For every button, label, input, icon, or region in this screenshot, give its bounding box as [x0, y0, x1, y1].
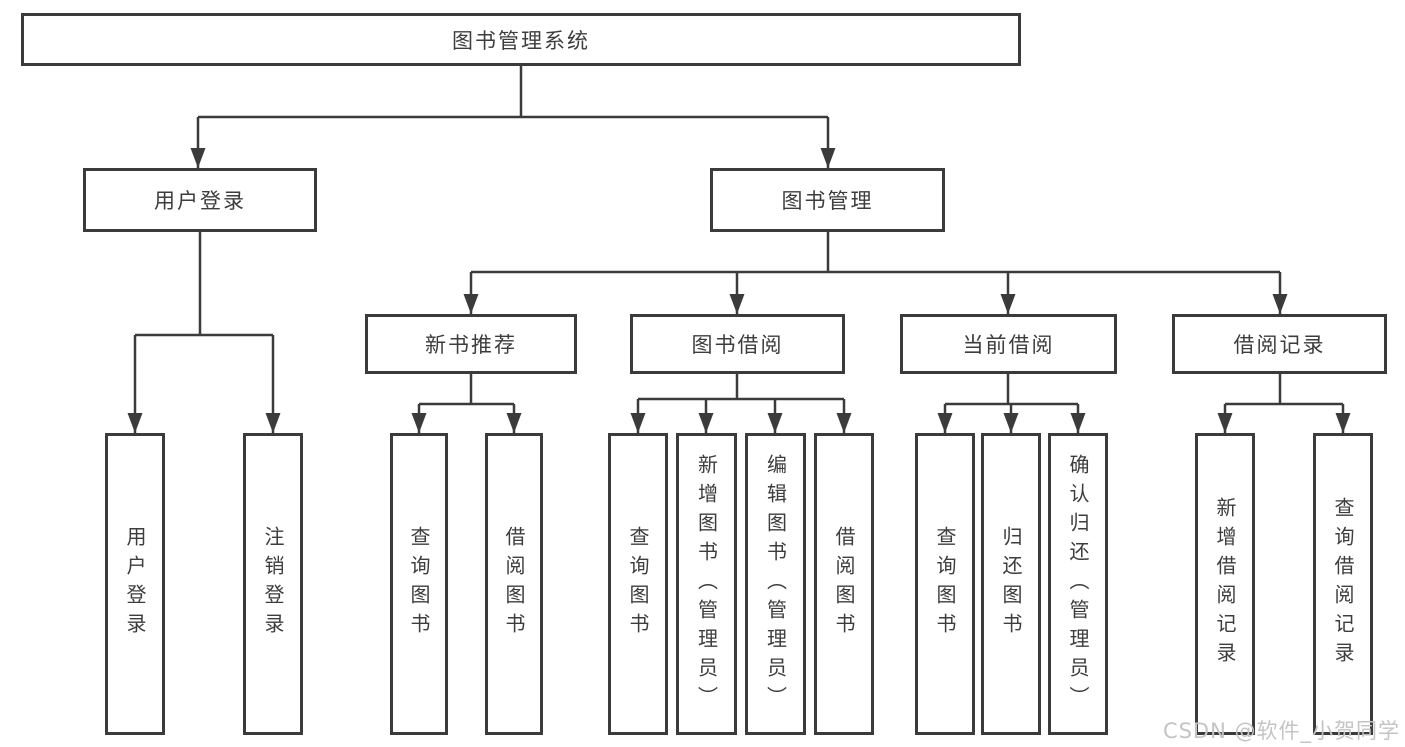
- leaf-logout: 注销登录: [243, 433, 303, 735]
- node-book-management-label: 图书管理: [781, 189, 874, 213]
- node-current-borrow-label: 当前借阅: [962, 333, 1055, 357]
- leaf-borrow-books-recommend-label: 借阅图书: [502, 526, 526, 642]
- leaf-logout-label: 注销登录: [261, 526, 285, 642]
- watermark: CSDN @软件_小贺同学: [1162, 719, 1400, 743]
- leaf-borrow-books-label: 借阅图书: [832, 526, 856, 642]
- node-book-borrow: 图书借阅: [630, 314, 845, 374]
- leaf-user-login-label: 用户登录: [123, 526, 147, 642]
- node-current-borrow: 当前借阅: [900, 314, 1117, 374]
- leaf-borrow-books-recommend: 借阅图书: [485, 433, 543, 735]
- node-root: 图书管理系统: [21, 13, 1021, 66]
- leaf-query-borrow-record: 查询借阅记录: [1313, 433, 1373, 735]
- node-borrow-record: 借阅记录: [1172, 314, 1387, 374]
- leaf-query-books-borrow: 查询图书: [608, 433, 668, 735]
- node-root-label: 图书管理系统: [452, 28, 590, 53]
- leaf-add-borrow-record: 新增借阅记录: [1195, 433, 1255, 735]
- leaf-query-books-current-label: 查询图书: [933, 526, 957, 642]
- leaf-add-borrow-record-label: 新增借阅记录: [1213, 497, 1237, 671]
- leaf-query-books-borrow-label: 查询图书: [626, 526, 650, 642]
- node-user-login-label: 用户登录: [154, 189, 246, 213]
- node-new-book-recommend: 新书推荐: [365, 314, 577, 374]
- node-book-borrow-label: 图书借阅: [691, 333, 784, 357]
- leaf-query-borrow-record-label: 查询借阅记录: [1331, 497, 1355, 671]
- node-new-book-recommend-label: 新书推荐: [425, 333, 517, 357]
- node-book-management: 图书管理: [710, 168, 945, 232]
- leaf-edit-book-admin: 编辑图书（管理员）: [745, 433, 806, 735]
- leaf-confirm-return-admin-label: 确认归还（管理员）: [1066, 453, 1090, 715]
- leaf-edit-book-admin-label: 编辑图书（管理员）: [763, 453, 788, 715]
- leaf-query-books-recommend-label: 查询图书: [407, 526, 431, 642]
- leaf-user-login: 用户登录: [105, 433, 165, 735]
- leaf-confirm-return-admin: 确认归还（管理员）: [1048, 433, 1108, 735]
- node-user-login: 用户登录: [83, 168, 317, 232]
- leaf-return-books: 归还图书: [981, 433, 1041, 735]
- leaf-query-books-recommend: 查询图书: [390, 433, 448, 735]
- leaf-query-books-current: 查询图书: [915, 433, 975, 735]
- leaf-add-book-admin: 新增图书（管理员）: [676, 433, 737, 735]
- leaf-add-book-admin-label: 新增图书（管理员）: [694, 453, 719, 715]
- leaf-return-books-label: 归还图书: [999, 526, 1023, 642]
- node-borrow-record-label: 借阅记录: [1233, 333, 1326, 357]
- leaf-borrow-books: 借阅图书: [814, 433, 874, 735]
